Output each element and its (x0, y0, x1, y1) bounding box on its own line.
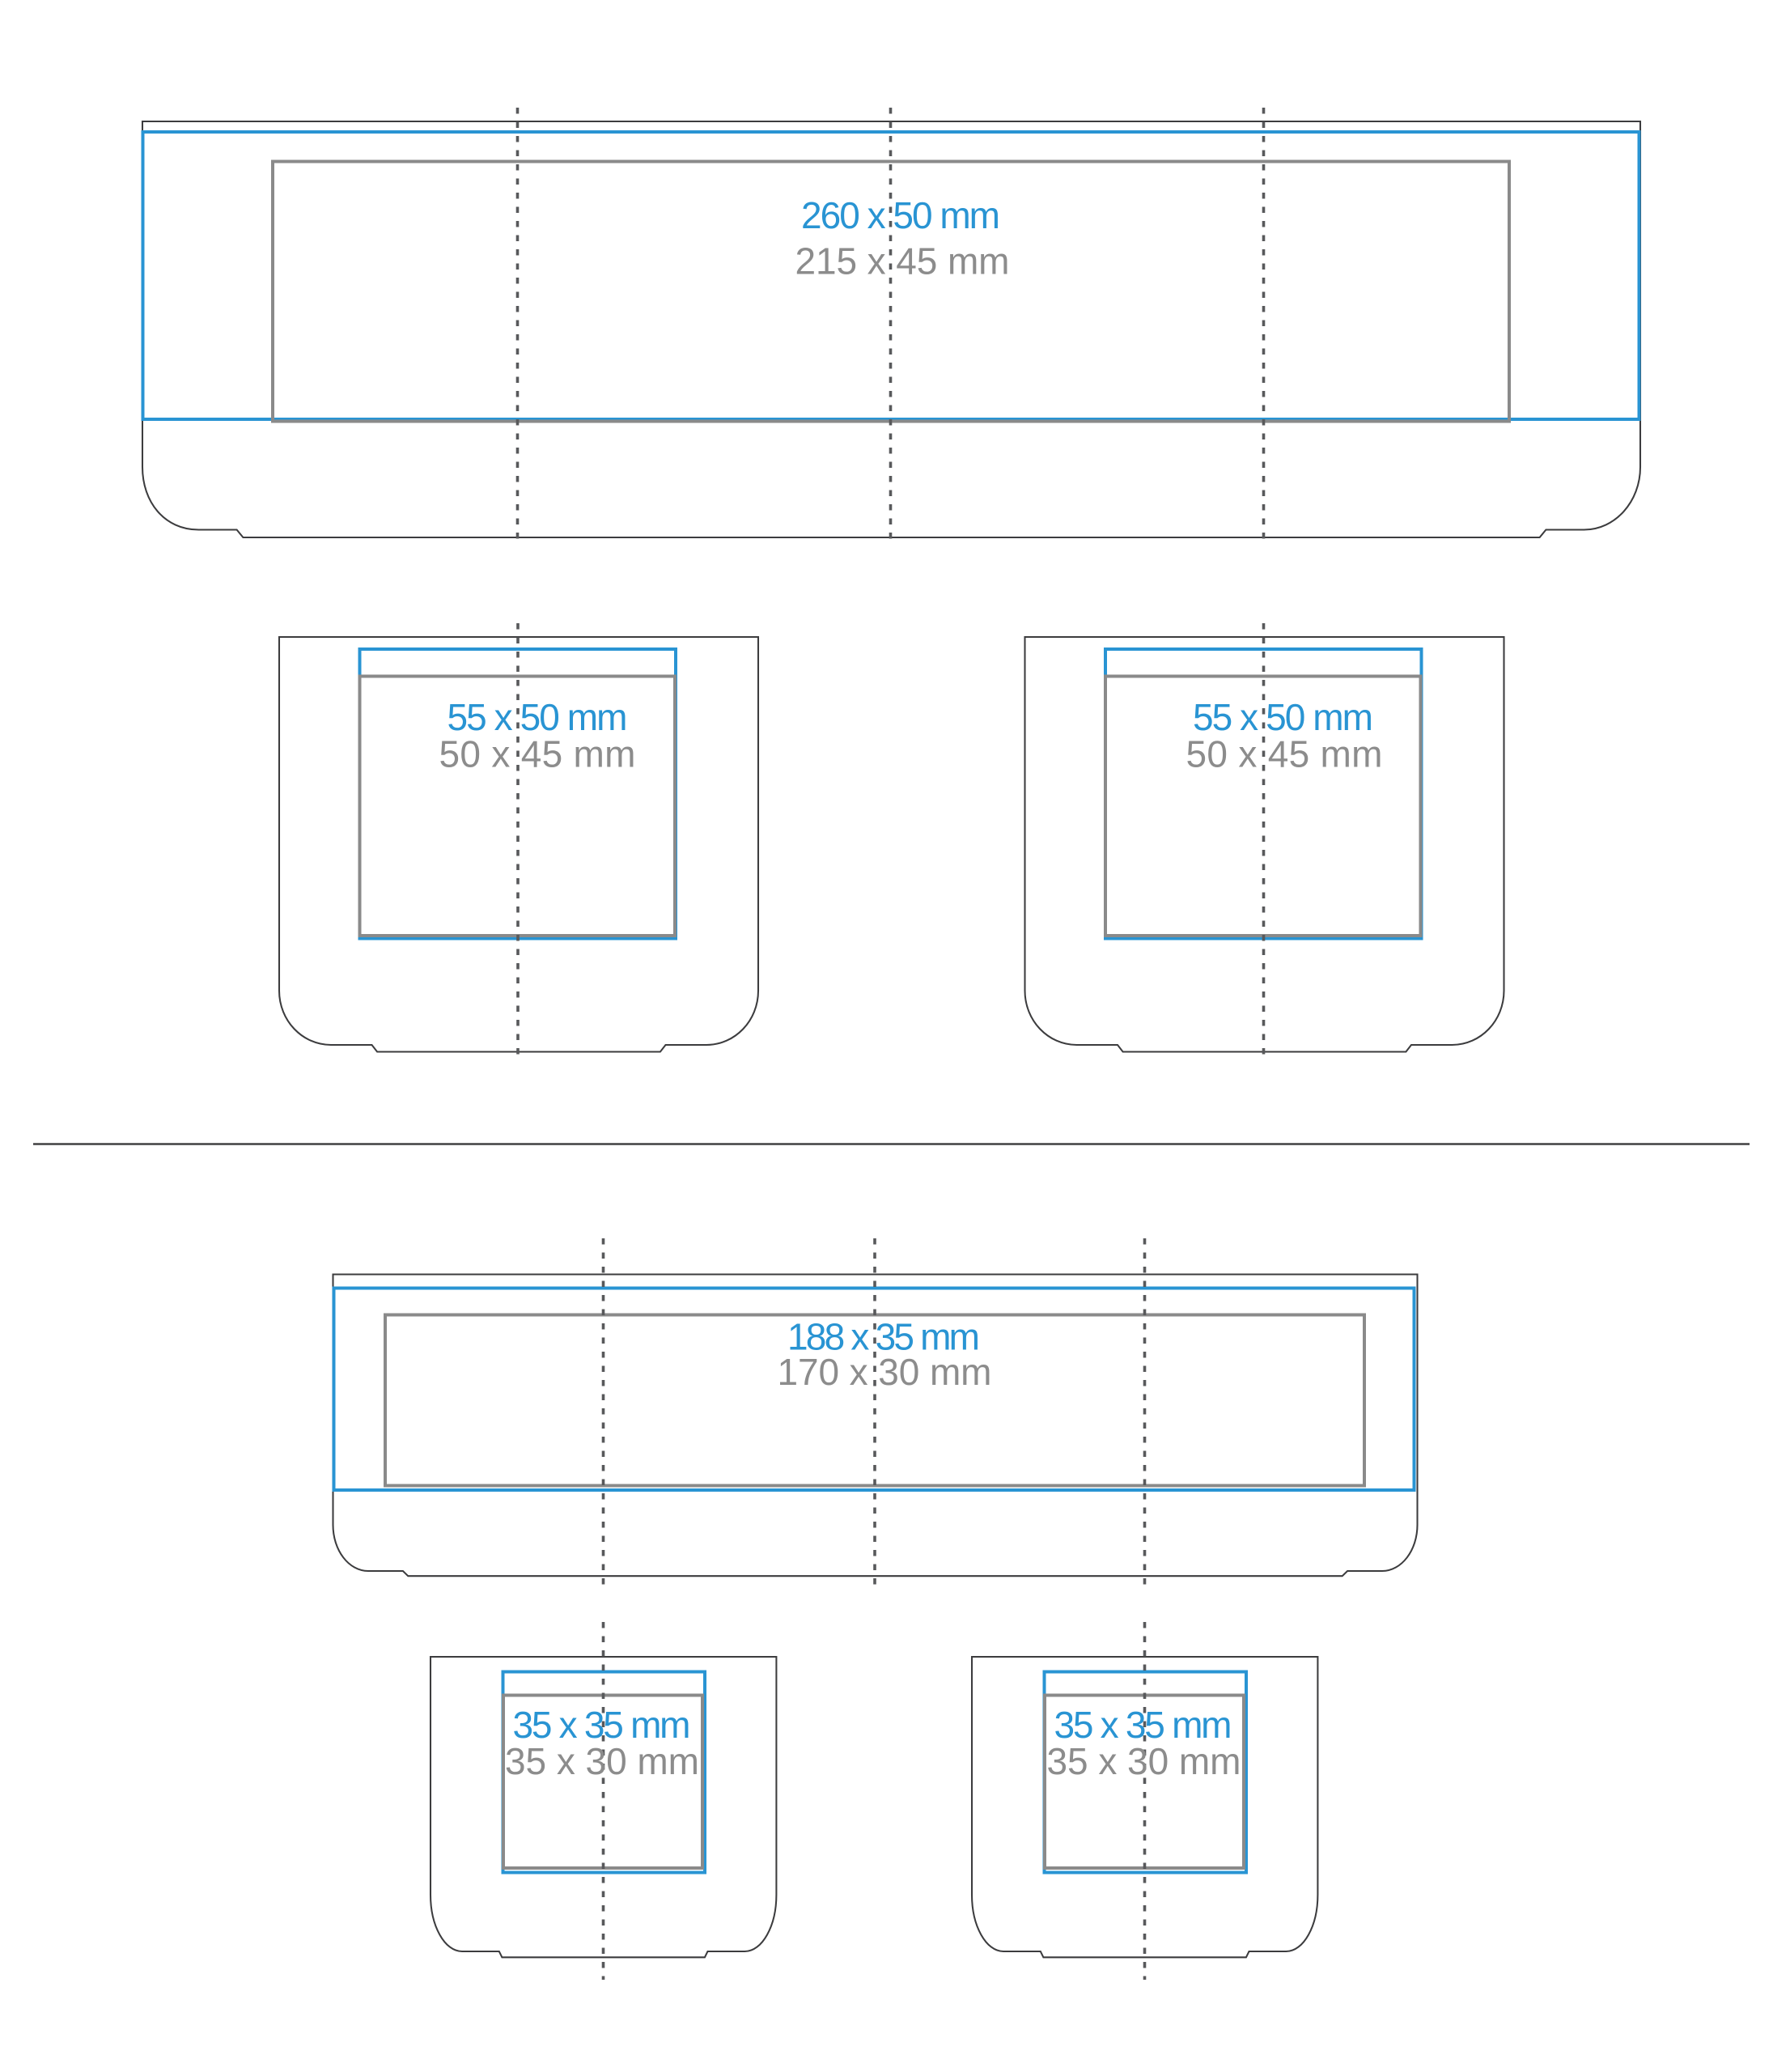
svg-text:188 x 35 mm: 188 x 35 mm (787, 1316, 980, 1358)
svg-text:35 x 35 mm: 35 x 35 mm (513, 1704, 691, 1746)
svg-text:170 x 30 mm: 170 x 30 mm (778, 1351, 992, 1393)
svg-text:50 x 45 mm: 50 x 45 mm (1186, 733, 1383, 775)
svg-text:35 x 30 mm: 35 x 30 mm (505, 1740, 699, 1782)
svg-text:55 x 50 mm: 55 x 50 mm (1193, 696, 1373, 738)
svg-text:215 x 45 mm: 215 x 45 mm (795, 240, 1010, 282)
svg-text:35 x 30 mm: 35 x 30 mm (1047, 1740, 1241, 1782)
svg-text:35 x 35 mm: 35 x 35 mm (1054, 1704, 1232, 1746)
svg-text:55 x 50 mm: 55 x 50 mm (448, 696, 628, 738)
svg-text:260 x 50 mm: 260 x 50 mm (801, 194, 1000, 236)
svg-text:50 x 45 mm: 50 x 45 mm (439, 733, 636, 775)
